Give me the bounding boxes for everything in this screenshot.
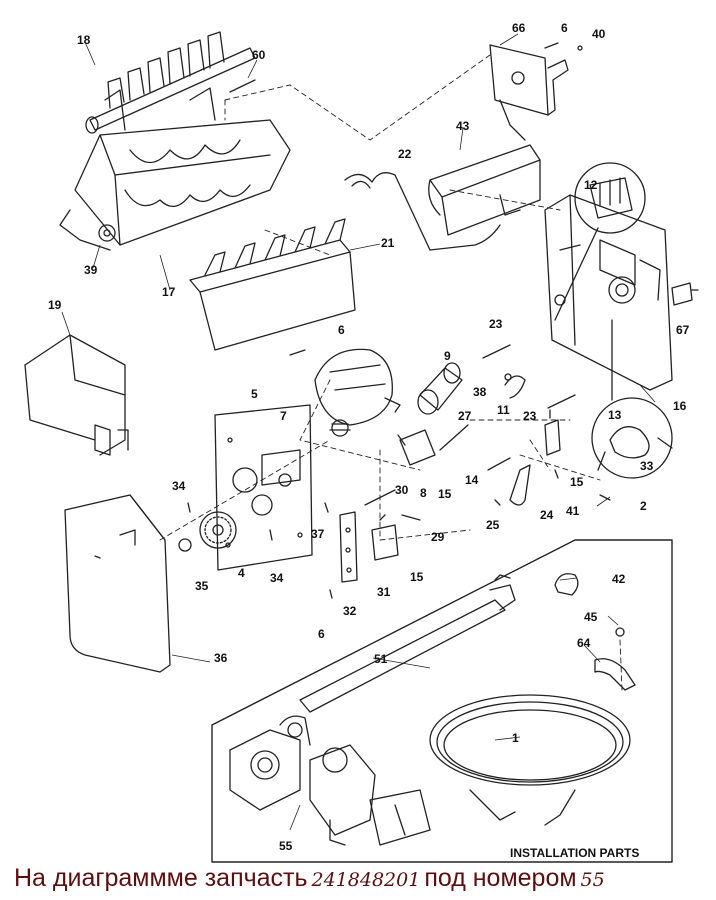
part-label: 35: [195, 579, 209, 593]
label-leader-lines: [61, 33, 656, 831]
caption-part-number: 241848201: [311, 869, 421, 891]
part-label: 31: [377, 585, 391, 599]
part-label: 34: [270, 571, 284, 585]
part-label: 15: [438, 487, 452, 501]
part-label: 2: [640, 499, 647, 513]
part-label: 23: [523, 409, 537, 423]
part-label: 34: [172, 479, 186, 493]
part-label: 39: [84, 263, 98, 277]
part-label: 64: [577, 636, 591, 650]
part-label: 17: [162, 285, 176, 299]
part-label: 36: [214, 651, 228, 665]
part-number-labels: 18 60 66 6 40 43 22 12 17 39 21 19 6 9 2…: [48, 21, 690, 860]
part-label: 6: [318, 627, 325, 641]
part-label: 6: [338, 323, 345, 337]
clamp-part-42: [554, 573, 579, 596]
part-label: 8: [420, 486, 427, 500]
part-label: 19: [48, 298, 62, 312]
part-label: 60: [252, 48, 266, 62]
drive-gear-part-4: [199, 511, 237, 549]
caption-before: На диаграммме запчасть: [14, 864, 308, 892]
part-label: 27: [458, 409, 472, 423]
part-label: 41: [566, 504, 580, 518]
part-label: 5: [251, 387, 258, 401]
screws: [94, 42, 625, 637]
caption-highlight-number: 55: [580, 869, 605, 891]
water-valve-part-55: [229, 715, 431, 846]
clamp-part-64: [594, 658, 636, 691]
caption-middle: под номером: [424, 864, 577, 892]
part-label: 45: [584, 610, 598, 624]
part-label: 14: [465, 473, 479, 487]
cover-part-36: [64, 494, 171, 673]
water-tubing-part-1: [429, 694, 631, 826]
clip-part-11: [504, 375, 526, 399]
part-label: 51: [374, 652, 388, 666]
inset-detail-part-13-33: [591, 319, 673, 479]
part-label: 43: [456, 119, 470, 133]
part-label: 33: [640, 459, 654, 473]
part-label: 13: [608, 408, 622, 422]
part-label: 32: [343, 604, 357, 618]
switch-part-15: [544, 409, 561, 456]
mounting-plate-part-5: [214, 404, 313, 571]
inset-detail-part-12: [554, 162, 646, 321]
part-label: 12: [584, 178, 598, 192]
part-label: 40: [592, 27, 606, 41]
bracket-part-66: [489, 44, 569, 141]
installation-parts-label: INSTALLATION PARTS: [510, 846, 639, 860]
part-label: 21: [381, 236, 395, 250]
part-label: 18: [77, 33, 91, 47]
part-label: 23: [489, 317, 503, 331]
part-label: 15: [570, 475, 584, 489]
part-label: 7: [280, 409, 287, 423]
part-label: 24: [540, 508, 554, 522]
part-label: 55: [279, 839, 293, 853]
ejector-blade-part-18: [85, 31, 256, 134]
fill-tube-part-51: [299, 574, 516, 713]
part-label: 30: [395, 483, 409, 497]
connector-part-67: [671, 282, 699, 306]
part-label: 66: [512, 21, 526, 35]
part-label: 67: [676, 323, 690, 337]
part-label: 25: [486, 518, 500, 532]
caption: На диаграммме запчасть 241848201 под ном…: [14, 864, 609, 894]
part-label: 16: [673, 399, 687, 413]
washer-part-35: [178, 538, 192, 552]
fill-cup-part-19: [24, 334, 129, 456]
part-label: 15: [410, 570, 424, 584]
part-label: 11: [497, 403, 510, 417]
switch-part-8: [397, 429, 436, 466]
part-label: 42: [612, 572, 626, 586]
part-label: 38: [473, 385, 487, 399]
part-label: 4: [238, 566, 245, 580]
ice-mold-part-17: [59, 87, 291, 251]
thermostat-part-9: [417, 362, 463, 415]
assembly-guide-lines: [159, 54, 623, 691]
shutoff-cover-part-43: [428, 144, 541, 236]
switch-part-31: [371, 514, 399, 561]
motor-part-7: [314, 348, 401, 437]
lever-part-24: [509, 464, 531, 506]
installation-parts-box: [211, 539, 673, 863]
ice-stripper-part-21: [189, 218, 356, 351]
part-label: 1: [512, 731, 519, 745]
part-label: 22: [398, 147, 412, 161]
part-label: 9: [444, 349, 451, 363]
control-housing-part-16: [544, 194, 673, 391]
part-label: 37: [311, 527, 325, 541]
bracket-strip-part-32: [339, 511, 358, 583]
part-label: 29: [431, 530, 445, 544]
feeler-arm-part-22: [344, 172, 501, 251]
part-label: 6: [561, 21, 568, 35]
